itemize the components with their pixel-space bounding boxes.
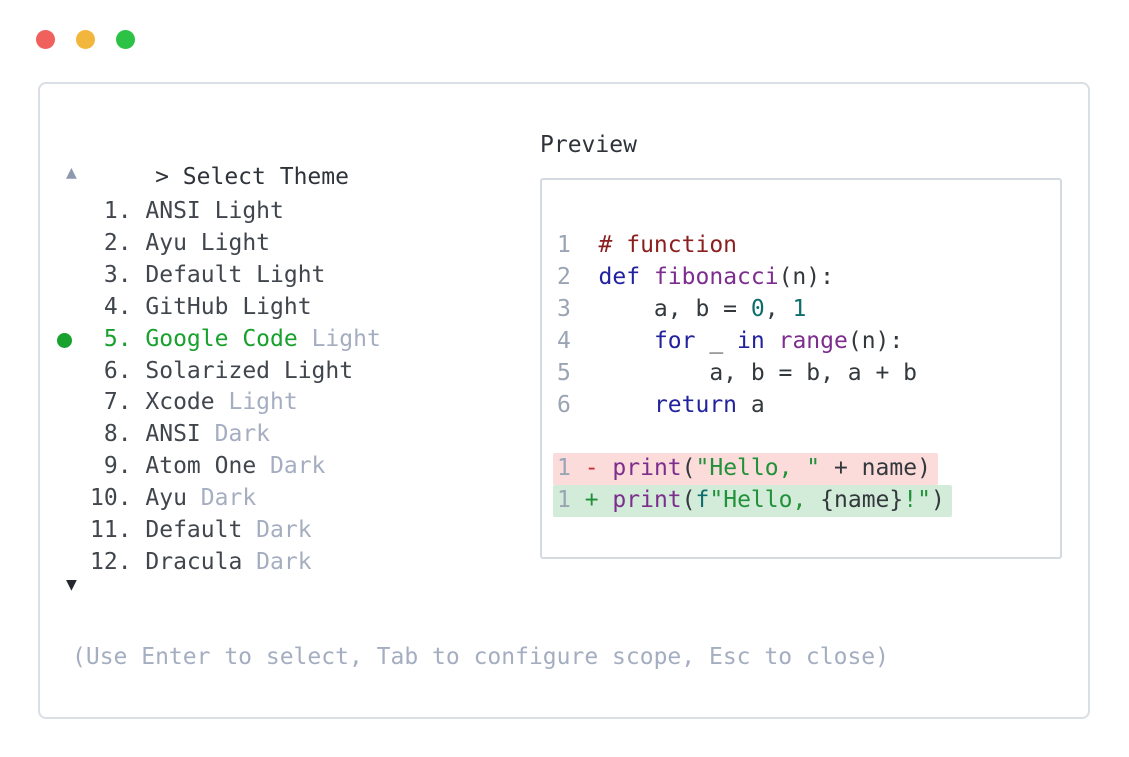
code-token: ( xyxy=(681,455,696,482)
theme-item-label: Light xyxy=(297,325,381,352)
code-line: 5 a, b = b, a + b xyxy=(557,358,952,390)
code-token: 1 xyxy=(792,295,807,322)
theme-item-label: Light xyxy=(214,389,298,416)
theme-item-label: 4. GitHub Light xyxy=(90,293,312,320)
selected-dot-icon xyxy=(57,332,72,348)
code-line: 3 a, b = 0, 1 xyxy=(557,294,952,326)
code-token: print xyxy=(612,455,682,482)
code-token: a xyxy=(737,391,765,418)
code-token: (n): xyxy=(847,327,904,354)
code-token: def xyxy=(598,263,641,290)
theme-list: 1. ANSI Light 2. Ayu Light 3. Default Li… xyxy=(57,196,381,579)
code-token: + name) xyxy=(820,455,931,482)
theme-item[interactable]: 1. ANSI Light xyxy=(90,196,381,228)
dialog-title: Select Theme xyxy=(182,163,349,190)
theme-item[interactable]: 3. Default Light xyxy=(90,260,381,292)
code-token: + xyxy=(584,487,613,514)
code-line: 6 return a xyxy=(557,390,952,422)
code-line: 1 # function xyxy=(557,230,952,262)
window-controls xyxy=(36,30,135,49)
code-token xyxy=(765,328,779,354)
scroll-down-icon[interactable]: ▼ xyxy=(66,574,77,595)
code-token: _ xyxy=(695,327,738,354)
theme-item[interactable]: 4. GitHub Light xyxy=(90,292,381,324)
code-token xyxy=(599,328,654,354)
code-token: for xyxy=(653,327,696,354)
theme-picker-dialog: > Select Theme ▲ 1. ANSI Light 2. Ayu Lig… xyxy=(38,82,1090,719)
theme-item-label: 5. Google Code xyxy=(90,325,298,352)
code-token: return xyxy=(653,391,738,418)
theme-item[interactable]: 5. Google Code Light xyxy=(57,324,381,356)
code-token: range xyxy=(778,327,848,354)
minimize-button[interactable] xyxy=(76,30,95,49)
code-line: 4 for _ in range(n): xyxy=(557,326,952,358)
line-number: 1 xyxy=(557,232,599,258)
dialog-header: > Select Theme xyxy=(72,130,349,226)
code-token: # function xyxy=(598,232,738,258)
code-token: ( xyxy=(681,487,696,514)
theme-item-label: Dark xyxy=(200,421,271,448)
code-token: a, b = xyxy=(598,295,751,322)
theme-item-label: 10. Ayu xyxy=(90,485,187,512)
theme-item-label: 7. Xcode xyxy=(90,389,215,416)
code-token: ) xyxy=(930,487,945,514)
theme-item[interactable]: 9. Atom One Dark xyxy=(90,451,381,483)
theme-item[interactable]: 11. Default Dark xyxy=(90,515,381,547)
code-token: 0 xyxy=(750,295,765,322)
theme-item-label: Dark xyxy=(242,517,312,544)
line-number: 5 xyxy=(557,359,599,386)
line-number: 1 xyxy=(557,455,585,482)
theme-item[interactable]: 8. ANSI Dark xyxy=(90,419,381,451)
code-line xyxy=(557,421,952,453)
theme-item-label: 3. Default Light xyxy=(90,261,326,288)
theme-item-label: Dark xyxy=(242,548,312,575)
prompt-symbol: > xyxy=(155,163,169,190)
theme-item[interactable]: 10. Ayu Dark xyxy=(90,483,381,515)
code-token xyxy=(640,264,654,290)
theme-item[interactable]: 7. Xcode Light xyxy=(90,387,381,419)
theme-item[interactable]: 6. Solarized Light xyxy=(90,356,381,388)
theme-item-label: Dark xyxy=(256,453,326,480)
line-number: 1 xyxy=(557,487,585,514)
close-button[interactable] xyxy=(36,30,55,49)
theme-item-label: 1. ANSI Light xyxy=(90,198,284,224)
theme-item[interactable]: 2. Ayu Light xyxy=(90,228,381,260)
line-number: 2 xyxy=(557,263,599,290)
code-token xyxy=(599,392,654,418)
code-token: , xyxy=(764,295,793,322)
code-token: (n): xyxy=(778,263,834,290)
theme-item-label: 6. Solarized Light xyxy=(90,357,354,384)
code-line: 1 - print("Hello, " + name) xyxy=(553,453,952,486)
preview-title: Preview xyxy=(540,132,637,158)
scroll-up-icon[interactable]: ▲ xyxy=(66,162,77,183)
code-token: f xyxy=(695,487,710,514)
code-token: "Hello, " xyxy=(695,455,821,482)
zoom-button[interactable] xyxy=(116,30,135,49)
code-token: {name} xyxy=(820,487,904,514)
code-token: !" xyxy=(903,487,931,514)
code-line: 2 def fibonacci(n): xyxy=(557,262,952,294)
line-number: 3 xyxy=(557,295,599,322)
theme-item-label: 9. Atom One xyxy=(90,453,257,480)
theme-item-label: 2. Ayu Light xyxy=(90,229,271,256)
code-line: 1 + print(f"Hello, {name}!") xyxy=(553,485,952,518)
code-token: a, b = b, a + b xyxy=(598,359,918,386)
theme-item-label: 8. ANSI xyxy=(90,421,201,448)
code-token: - xyxy=(584,455,613,482)
theme-item[interactable]: 12. Dracula Dark xyxy=(90,547,381,579)
theme-item-label: 11. Default xyxy=(90,517,243,544)
code-token: in xyxy=(737,327,765,354)
code-token: print xyxy=(612,487,682,514)
theme-item-label: Dark xyxy=(186,485,257,512)
hint-text: (Use Enter to select, Tab to configure s… xyxy=(72,644,889,670)
code-token: fibonacci xyxy=(653,263,779,290)
line-number: 4 xyxy=(557,327,599,354)
code-token: "Hello, xyxy=(709,487,821,514)
theme-item-label: 12. Dracula xyxy=(90,548,243,575)
line-number: 6 xyxy=(557,391,599,418)
